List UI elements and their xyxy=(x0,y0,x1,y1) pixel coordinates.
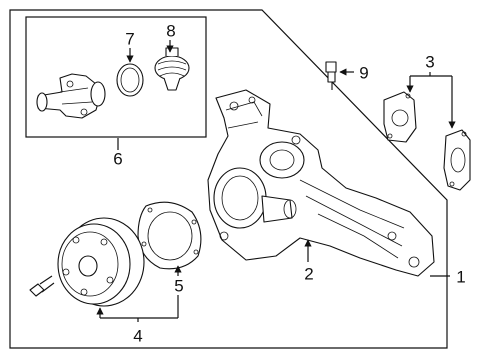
assembly-frame xyxy=(9,9,448,349)
callout-3: 3 xyxy=(425,53,434,72)
callout-5: 5 xyxy=(174,277,183,296)
callout-1: 1 xyxy=(456,268,465,287)
thermostat-housing-inset-box xyxy=(25,16,207,138)
pulley-bolt xyxy=(29,275,55,297)
housing-gasket-lower xyxy=(443,129,471,191)
water-pump-pulley xyxy=(57,217,145,307)
thermostat-housing xyxy=(36,73,106,119)
thermostat-seal xyxy=(116,63,144,97)
callout-4: 4 xyxy=(133,327,142,346)
callout-line-3 xyxy=(410,72,452,77)
callout-6: 6 xyxy=(113,150,122,169)
temperature-sensor xyxy=(325,61,337,90)
callout-8: 8 xyxy=(166,22,175,41)
callout-9: 9 xyxy=(359,64,368,83)
callout-line-4 xyxy=(100,317,178,322)
callout-2: 2 xyxy=(304,265,313,284)
pump-gasket xyxy=(137,201,202,270)
callout-7: 7 xyxy=(125,30,134,49)
housing-gasket-upper xyxy=(383,91,417,143)
water-pump-body xyxy=(207,89,435,277)
thermostat xyxy=(154,47,190,91)
